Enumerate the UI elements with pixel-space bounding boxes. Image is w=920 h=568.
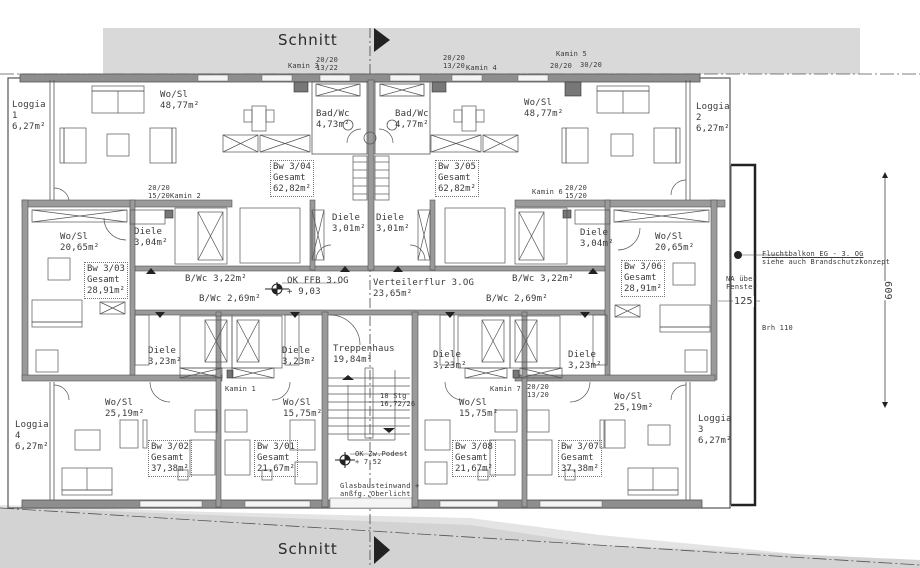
unit-3-07-total: Bw 3/07 Gesamt 37,38m²: [558, 440, 602, 477]
room-3-04-hall: Diele 3,01m²: [332, 213, 366, 234]
bath-label-3-08: B/Wc 2,69m²: [486, 294, 548, 304]
room-3-05-bath: Bad/Wc 4,77m²: [395, 109, 429, 130]
level-marker-podest: OK Zw.Podest + 7,52: [355, 450, 408, 466]
chimney-7-label: Kamin 7: [490, 385, 521, 393]
chimney-3-label: Kamin 3: [288, 62, 319, 70]
chimney-6-dim-2: 15/20: [565, 192, 588, 200]
room-3-06-living: Wo/Sl 20,65m²: [655, 232, 695, 253]
room-3-02-hall: Diele 3,23m²: [148, 346, 182, 367]
unit-3-06-total: Bw 3/06 Gesamt 28,91m²: [621, 260, 665, 297]
escape-balcony-note: Fluchtbalkon EG - 3. OG siehe auch Brand…: [762, 250, 891, 266]
room-3-03-hall: Diele 3,04m²: [134, 227, 168, 248]
corridor: Verteilerflur 3.OG 23,65m²: [373, 278, 475, 299]
loggia-3: Loggia 3 6,27m²: [698, 414, 732, 446]
chimney-6-dim-1: 20/20: [565, 184, 588, 192]
chimney-5-label: Kamin 5: [556, 50, 587, 58]
stairwell-steps: 18 Stg 16,72/26: [380, 392, 416, 408]
window-note: NA über Fenster: [726, 275, 757, 291]
dimension-125: 125: [733, 296, 754, 307]
room-3-05-hall: Diele 3,01m²: [376, 213, 410, 234]
chimney-7-dim-1: 20/20: [527, 383, 550, 391]
room-3-04-bath: Bad/Wc 4,73m²: [316, 109, 350, 130]
chimney-6-label: Kamin 6: [532, 188, 563, 196]
dimension-609: 609: [881, 281, 893, 300]
room-3-06-hall: Diele 3,04m²: [580, 228, 614, 249]
room-3-08-living: Wo/Sl 15,75m²: [459, 398, 499, 419]
bath-label-3-01: B/Wc 2,69m²: [199, 294, 261, 304]
room-3-01-living: Wo/Sl 15,75m²: [283, 398, 323, 419]
chimney-4-dim-1: 20/20: [443, 54, 466, 62]
stairwell-note: Glasbausteinwand + anßfg.,Oberlicht: [340, 482, 420, 498]
unit-3-08-total: Bw 3/08 Gesamt 21,67m²: [452, 440, 496, 477]
chimney-4-dim-2: 13/20: [443, 62, 466, 70]
loggia-2: Loggia 2 6,27m²: [696, 102, 730, 134]
chimney-5-dim-1: 20/20: [550, 62, 573, 70]
unit-3-01-total: Bw 3/01 Gesamt 21,67m²: [254, 440, 298, 477]
room-3-02-living: Wo/Sl 25,19m²: [105, 398, 145, 419]
chimney-4-label: Kamin 4: [466, 64, 497, 72]
chimney-7-dim-2: 13/20: [527, 391, 550, 399]
level-marker-ffb: OK FFB 3.OG + 9,03: [287, 276, 349, 297]
chimney-3-dim-1: 20/20: [316, 56, 339, 64]
room-3-06-bath: B/Wc 3,22m²: [512, 274, 574, 284]
chimney-2-dim-2: 15/20: [148, 192, 171, 200]
chimney-2-dim-1: 20/20: [148, 184, 171, 192]
chimney-1-label: Kamin 1: [225, 385, 256, 393]
stairwell: Treppenhaus 19,84m²: [333, 344, 395, 365]
unit-3-03-total: Bw 3/03 Gesamt 28,91m²: [84, 262, 128, 299]
chimney-5-dim-2: 30/20: [580, 61, 603, 69]
room-3-07-hall: Diele 3,23m²: [568, 350, 602, 371]
unit-3-02-total: Bw 3/02 Gesamt 37,38m²: [148, 440, 192, 477]
room-3-05-living: Wo/Sl 48,77m²: [524, 98, 564, 119]
room-3-04-living: Wo/Sl 48,77m²: [160, 90, 200, 111]
room-3-01-hall: Diele 3,23m²: [282, 346, 316, 367]
unit-3-05-total: Bw 3/05 Gesamt 62,82m²: [435, 160, 479, 197]
loggia-4: Loggia 4 6,27m²: [15, 420, 49, 452]
room-3-07-living: Wo/Sl 25,19m²: [614, 392, 654, 413]
section-marker-top: Schnitt: [278, 31, 338, 49]
parapet-height: Brh 110: [762, 324, 793, 332]
chimney-3-dim-2: 13/22: [316, 64, 339, 72]
room-3-03-living: Wo/Sl 20,65m²: [60, 232, 100, 253]
room-3-03-bath: B/Wc 3,22m²: [185, 274, 247, 284]
section-marker-bottom: Schnitt: [278, 540, 338, 558]
room-3-08-hall: Diele 3,23m²: [433, 350, 467, 371]
unit-3-04-total: Bw 3/04 Gesamt 62,82m²: [270, 160, 314, 197]
loggia-1: Loggia 1 6,27m²: [12, 100, 46, 132]
chimney-2-label: Kamin 2: [170, 192, 201, 200]
